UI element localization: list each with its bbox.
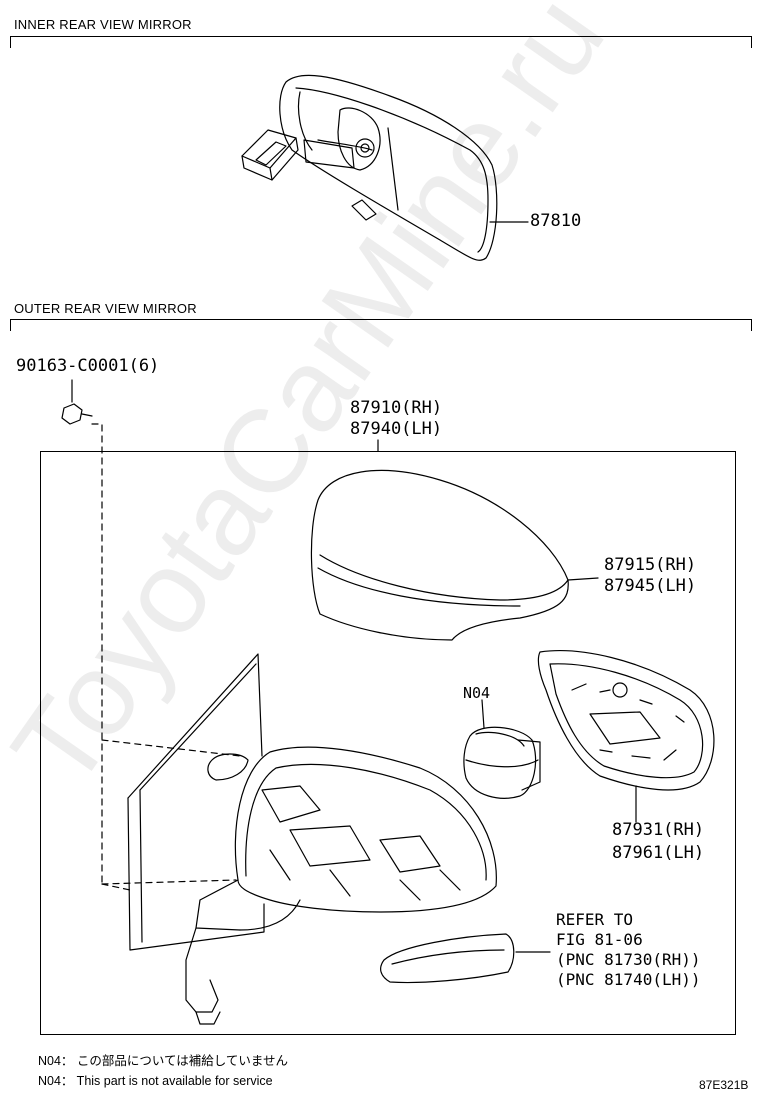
figure-id: 87E321B: [699, 1078, 749, 1092]
bolt-leader-line: [91, 423, 103, 885]
inner-section-tick-left: [10, 36, 11, 48]
part-87940-label: 87940(LH): [350, 419, 443, 439]
mirror-cover-drawing: [310, 469, 599, 641]
part-87961-label: 87961(LH): [612, 843, 705, 863]
part-n04-label: N04: [463, 684, 491, 702]
mirror-motor-drawing: [463, 699, 541, 799]
mirror-housing-drawing: [185, 746, 497, 1025]
part-87931-label: 87931(RH): [612, 820, 705, 840]
mirror-glass-drawing: [537, 650, 715, 823]
inner-mirror-section-title: INNER REAR VIEW MIRROR: [14, 17, 192, 32]
part-87910-label: 87910(RH): [350, 398, 443, 418]
door-panel-drawing: [101, 653, 265, 951]
part-87915-label: 87915(RH): [604, 555, 697, 575]
outer-section-rule: [10, 319, 752, 320]
refer-line-2: FIG 81-06: [556, 930, 643, 949]
part-90163-label: 90163-C0001(6): [16, 356, 160, 376]
part-87810-label: 87810: [530, 211, 582, 231]
note-japanese: N04： この部品については補給していません: [38, 1054, 289, 1068]
refer-line-4: (PNC 81740(LH)): [556, 970, 701, 989]
note-english: N04： This part is not available for serv…: [38, 1074, 273, 1088]
inner-mirror-drawing: [241, 74, 529, 261]
part-87945-label: 87945(LH): [604, 576, 697, 596]
assembly-frame: [40, 451, 736, 1035]
outer-section-tick-right: [751, 319, 752, 331]
inner-section-tick-right: [751, 36, 752, 48]
inner-section-rule: [10, 36, 752, 37]
outer-section-tick-left: [10, 319, 11, 331]
bolt-drawing: [61, 379, 93, 425]
turn-signal-drawing: [380, 933, 551, 984]
outer-mirror-section-title: OUTER REAR VIEW MIRROR: [14, 301, 197, 316]
refer-line-3: (PNC 81730(RH)): [556, 950, 701, 969]
refer-line-1: REFER TO: [556, 910, 634, 929]
